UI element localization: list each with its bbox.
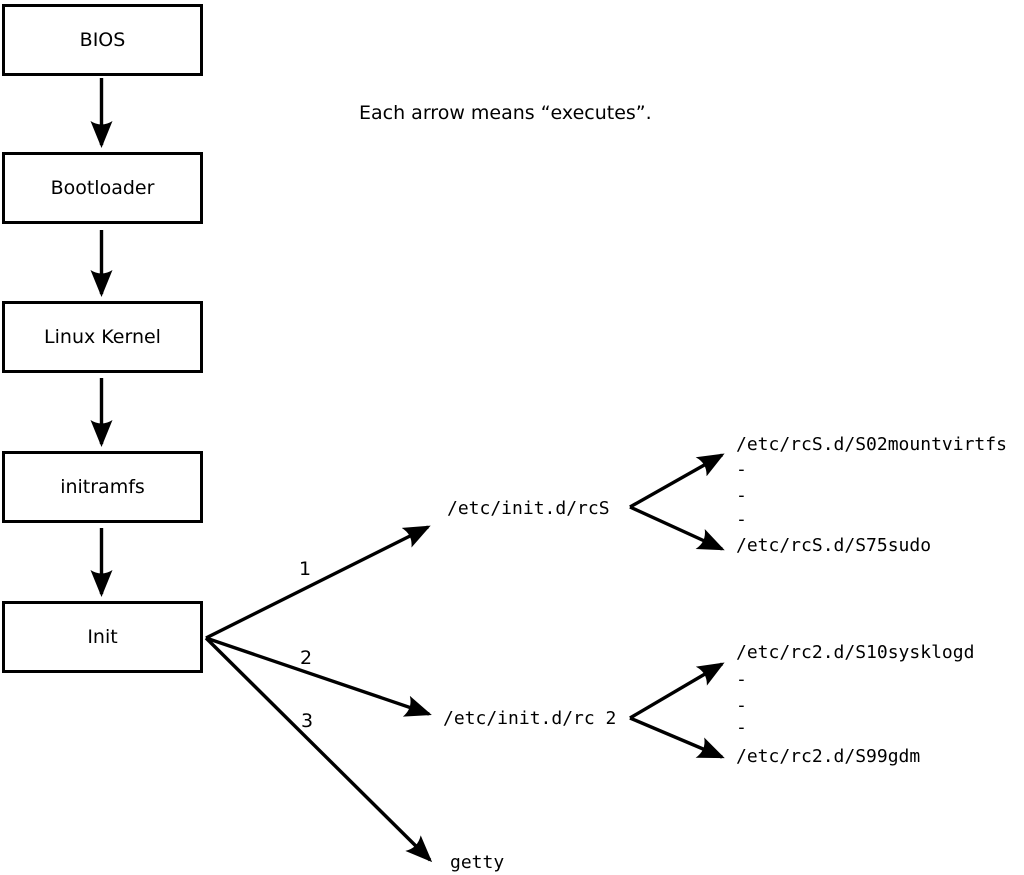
target-rc2: /etc/init.d/rc 2 — [443, 708, 617, 729]
rc2-script-ellipsis: - — [736, 669, 747, 690]
flow-box-init: Init — [2, 601, 203, 673]
rcs-script-ellipsis: - — [736, 459, 747, 480]
arrow-order-label-2: 2 — [300, 647, 313, 669]
arrow-rcs-to-first-script — [629, 453, 725, 509]
arrow-order-label-1: 1 — [299, 558, 312, 580]
rc2-script-ellipsis: - — [736, 717, 747, 738]
flow-box-linux-kernel: Linux Kernel — [2, 301, 203, 373]
rc2-script-item: /etc/rc2.d/S10sysklogd — [736, 642, 975, 663]
flow-box-label: Init — [87, 626, 118, 648]
rc2-script-item: /etc/rc2.d/S99gdm — [736, 746, 921, 767]
flow-box-label: Bootloader — [50, 177, 155, 199]
arrow-rcs-to-last-script — [629, 505, 725, 551]
flow-box-initramfs: initramfs — [2, 451, 203, 523]
arrow-init-to-rcs — [205, 525, 431, 640]
arrow-init-to-rc2 — [205, 636, 432, 717]
legend-note: Each arrow means “executes”. — [359, 102, 652, 124]
arrow-order-label-3: 3 — [301, 710, 314, 732]
rcs-script-item: /etc/rcS.d/S02mountvirtfs — [736, 434, 1007, 455]
rcs-script-item: /etc/rcS.d/S75sudo — [736, 535, 932, 556]
flow-box-bios: BIOS — [2, 4, 203, 76]
flow-box-label: Linux Kernel — [44, 326, 161, 348]
arrow-init-to-getty — [204, 636, 433, 863]
rcs-script-ellipsis: - — [736, 485, 747, 506]
flow-box-label: BIOS — [79, 29, 126, 51]
flow-box-bootloader: Bootloader — [2, 152, 203, 224]
arrow-rc2-to-last-script — [629, 716, 725, 759]
rc2-script-ellipsis: - — [736, 695, 747, 716]
target-rcs: /etc/init.d/rcS — [447, 498, 610, 519]
rcs-script-ellipsis: - — [736, 509, 747, 530]
arrow-rc2-to-first-script — [629, 662, 725, 720]
target-getty: getty — [450, 852, 505, 873]
flow-box-label: initramfs — [60, 476, 145, 498]
